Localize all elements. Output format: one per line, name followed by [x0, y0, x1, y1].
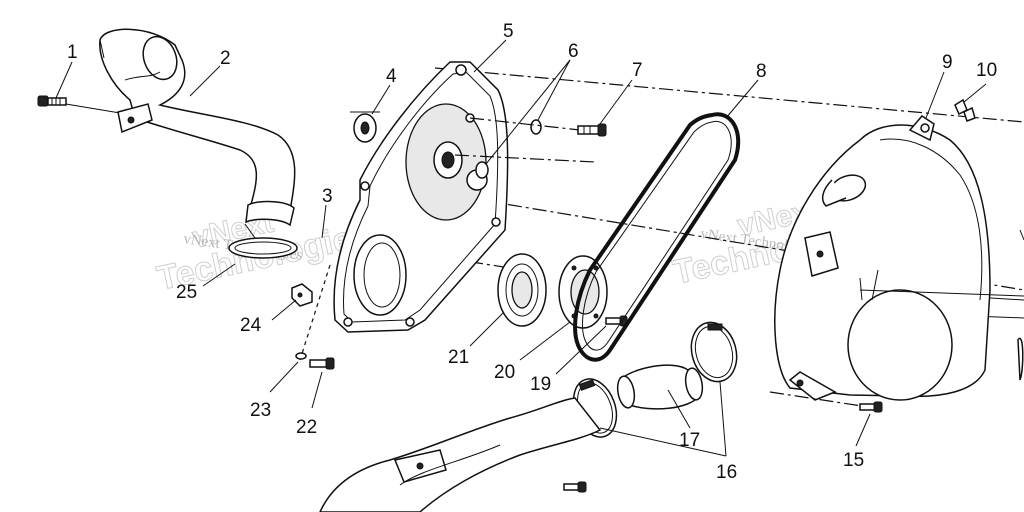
label-part-17: 17	[679, 430, 700, 451]
label-part-4: 4	[386, 66, 397, 87]
bolt-part-1	[37, 95, 67, 107]
label-part-22: 22	[296, 417, 317, 438]
leader-lines	[55, 39, 987, 457]
label-part-16: 16	[716, 462, 737, 483]
part-labels: 1 2 3 4 5 6 7 8 9 10 15 16 17 19 20 21 2…	[67, 21, 997, 483]
belt-part-8	[573, 112, 741, 362]
label-part-6: 6	[568, 41, 579, 62]
label-part-10: 10	[976, 60, 997, 81]
bracket-part-24	[291, 283, 313, 307]
seal-part-21	[497, 253, 547, 327]
label-part-25: 25	[176, 282, 197, 303]
label-part-8: 8	[756, 61, 767, 82]
washer-part-23	[295, 352, 307, 360]
bolt-part-7	[454, 117, 607, 163]
washers-part-6	[475, 119, 542, 179]
label-part-5: 5	[503, 21, 514, 42]
label-part-19: 19	[530, 374, 551, 395]
outlet-duct	[319, 397, 602, 512]
bolt-part-15	[769, 391, 883, 413]
label-part-20: 20	[494, 362, 515, 383]
label-part-23: 23	[250, 400, 271, 421]
coupler-part-17	[616, 364, 704, 410]
washer-part-4	[350, 111, 380, 143]
label-part-7: 7	[632, 60, 643, 81]
decals-part-10	[954, 98, 976, 122]
label-part-24: 24	[240, 315, 262, 336]
bolt-part-22	[309, 357, 335, 370]
label-part-9: 9	[942, 52, 953, 73]
label-part-1: 1	[67, 42, 78, 63]
outer-cover-part-9	[774, 115, 1024, 401]
label-part-15: 15	[843, 450, 864, 471]
inner-cover-part-5	[333, 61, 509, 333]
label-part-2: 2	[220, 48, 231, 69]
label-part-3: 3	[322, 186, 333, 207]
clamp-part-25	[228, 223, 298, 259]
intake-duct-part-2	[99, 28, 296, 227]
label-part-21: 21	[448, 347, 469, 368]
